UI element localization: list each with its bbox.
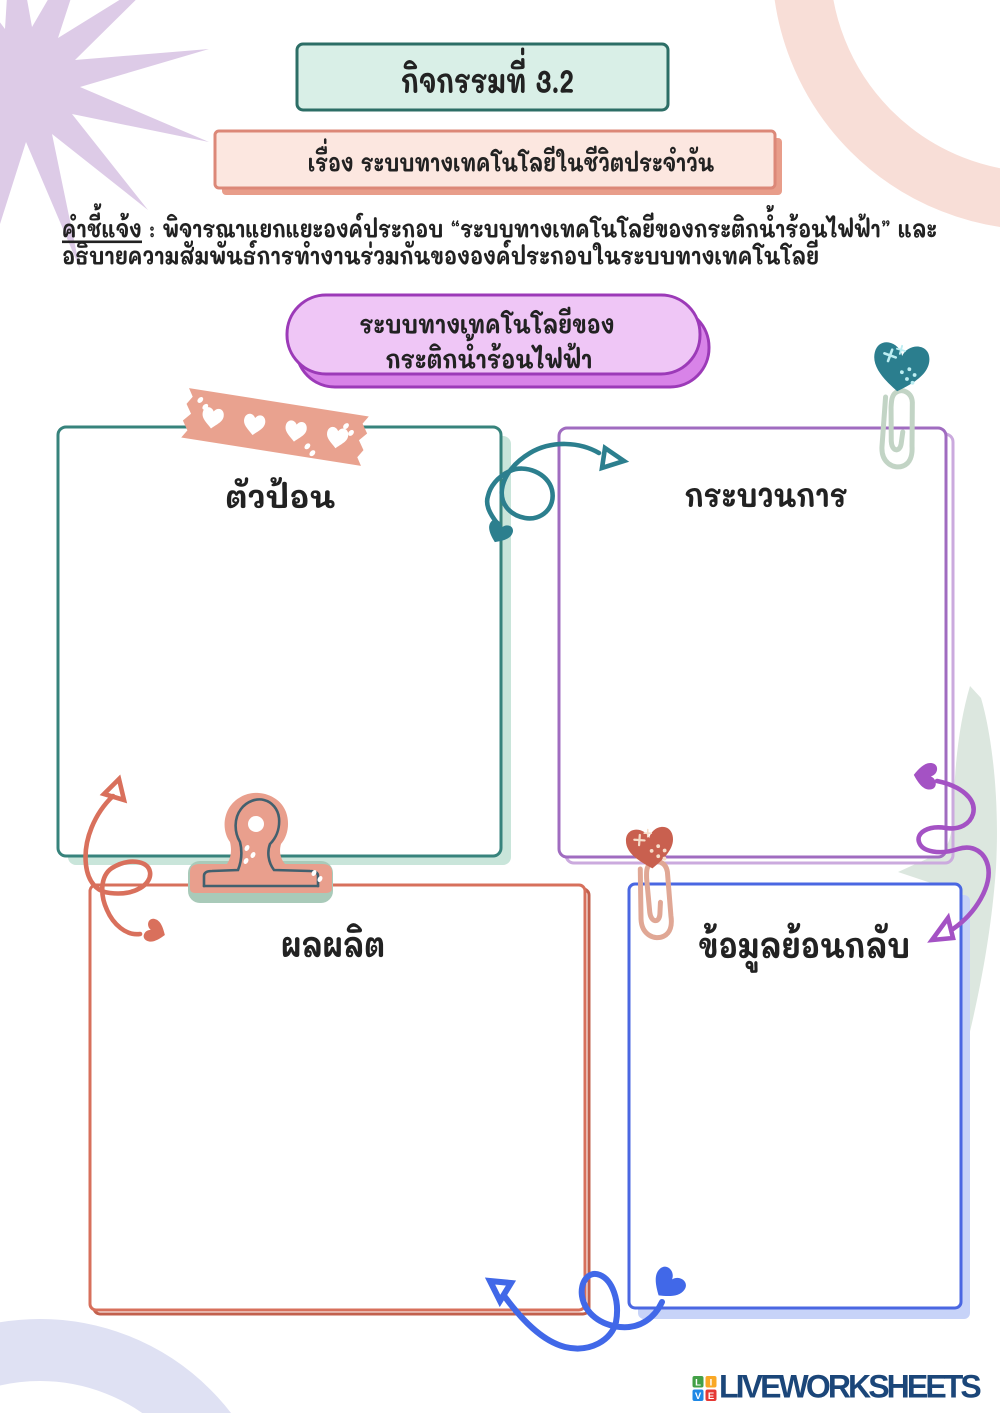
svg-text:I: I <box>710 1378 713 1389</box>
svg-text:E: E <box>708 1391 714 1402</box>
svg-text:L: L <box>695 1378 701 1389</box>
svg-text:LIVEWORKSHEETS: LIVEWORKSHEETS <box>719 1369 981 1405</box>
svg-text:V: V <box>695 1391 702 1402</box>
